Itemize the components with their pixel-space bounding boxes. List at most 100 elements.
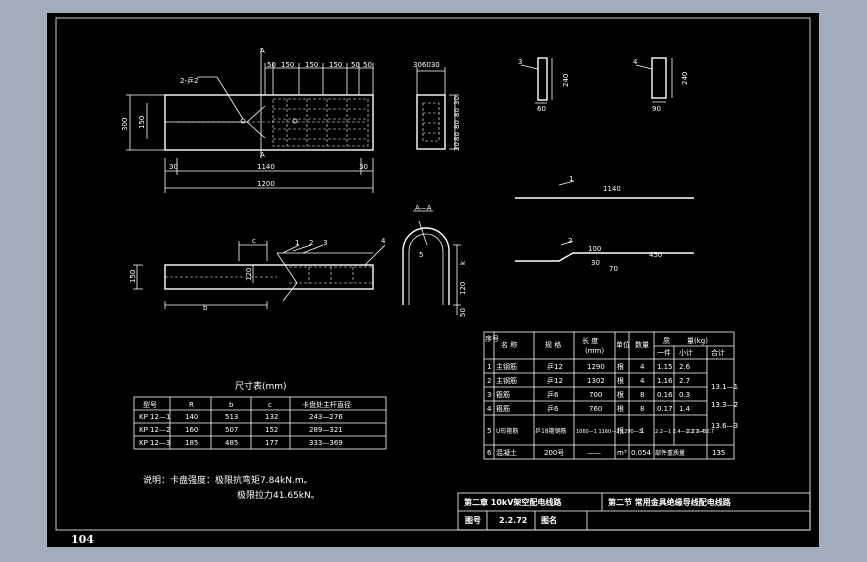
svg-text:1.4: 1.4 — [679, 405, 691, 413]
part-1-label: 1 — [569, 175, 573, 183]
svg-text:185: 185 — [185, 439, 198, 447]
svg-text:0.054: 0.054 — [631, 449, 652, 457]
part-2-d70: 70 — [609, 265, 618, 273]
elevation-label-1: 1 — [295, 239, 299, 247]
svg-text:乒6: 乒6 — [547, 404, 559, 413]
mat-header-name: 名 称 — [501, 340, 517, 349]
svg-text:1.16: 1.16 — [657, 377, 673, 385]
svg-text:乒12: 乒12 — [547, 376, 563, 385]
part-4-width: 90 — [652, 105, 661, 113]
part-3-label: 3 — [518, 58, 522, 66]
svg-text:200号: 200号 — [544, 449, 564, 457]
svg-text:1302: 1302 — [587, 377, 605, 385]
svg-text:乒18箍钢筋: 乒18箍钢筋 — [535, 427, 567, 435]
svg-text:2.6: 2.6 — [679, 363, 691, 371]
part-2-bar — [515, 252, 694, 262]
title-block: 第二章 10kV架空配电线路 第二节 常用金具绝缘导线配电线路 图号 2.2.7… — [457, 492, 811, 531]
svg-text:根: 根 — [617, 390, 624, 399]
svg-text:根: 根 — [617, 426, 624, 435]
svg-text:部件重质量: 部件重质量 — [655, 449, 685, 457]
plan-dim-top-4: 150 — [329, 61, 342, 69]
mat-header-no: 序号 — [485, 334, 499, 343]
elevation-dim-b: b — [203, 304, 208, 312]
mat-header-unit: 单位 — [616, 340, 630, 349]
size-table: 尺寸表(mm) 型号 R b c 卡盘处主杆直径 KP 12—1 140 513… — [133, 380, 387, 450]
svg-text:135: 135 — [712, 449, 725, 457]
drawing-name-label: 图名 — [541, 515, 557, 525]
svg-text:U形箍筋: U形箍筋 — [496, 427, 518, 435]
mat-total-2: 13.3—2 — [711, 401, 738, 409]
part-4-detail: 4 240 90 — [633, 57, 689, 113]
section-dim-50: 50 — [459, 308, 467, 317]
plan-cage — [272, 98, 369, 147]
svg-text:1290: 1290 — [587, 363, 605, 371]
part-2-label: 2 — [568, 237, 572, 245]
u-bar-outer — [402, 227, 450, 305]
plan-view: 2-乒2 A A 50 150 150 150 50 50 300 150 30… — [121, 47, 374, 193]
svg-text:140: 140 — [185, 413, 198, 421]
svg-text:4: 4 — [487, 405, 492, 413]
mat-total-3: 13.6—3 — [711, 422, 738, 430]
mat-header-mass-unit: 量(kg) — [687, 337, 708, 345]
elevation-label-3: 3 — [323, 239, 327, 247]
mat-header-spec: 规 格 — [545, 340, 561, 349]
mat-header-mm: (mm) — [585, 347, 604, 355]
svg-text:箍筋: 箍筋 — [496, 390, 510, 399]
plan-dim-top-2: 150 — [281, 61, 294, 69]
svg-text:5: 5 — [487, 427, 491, 435]
part-2-d100: 100 — [588, 245, 601, 253]
svg-text:8: 8 — [640, 391, 644, 399]
svg-text:333—369: 333—369 — [309, 439, 343, 447]
svg-text:KP 12—1: KP 12—1 — [139, 413, 170, 421]
size-header-b: b — [229, 401, 234, 409]
plan-dim-300: 300 — [121, 118, 129, 131]
size-table-title: 尺寸表(mm) — [235, 380, 287, 392]
mat-row-6: 6 混凝土 200号 —— m³ 0.054 部件重质量 135 — [487, 448, 725, 457]
svg-text:主钢筋: 主钢筋 — [496, 362, 517, 371]
svg-text:507: 507 — [225, 426, 238, 434]
svg-text:6: 6 — [487, 449, 492, 457]
plan-dim-30-left: 30 — [169, 163, 178, 171]
plan-outline — [164, 94, 374, 151]
mat-header-length: 长 度 — [582, 336, 598, 345]
elevation-dim-c: c — [252, 237, 256, 245]
svg-text:132: 132 — [265, 413, 278, 421]
svg-text:乒12: 乒12 — [547, 362, 563, 371]
end-view-outline — [416, 94, 446, 150]
elevation-label-2: 2 — [309, 239, 313, 247]
svg-text:0.17: 0.17 — [657, 405, 673, 413]
mat-row-5: 5 U形箍筋 乒18箍钢筋 1060—1 1160—2 1290—3 根 1 2… — [487, 426, 714, 435]
svg-text:1.15: 1.15 — [657, 363, 673, 371]
svg-text:243—276: 243—276 — [309, 413, 343, 421]
svg-text:根: 根 — [617, 404, 624, 413]
svg-text:根: 根 — [617, 362, 624, 371]
end-dim-5: 30 — [453, 142, 461, 151]
inner-border — [55, 17, 811, 531]
size-header-diameter: 卡盘处主杆直径 — [302, 400, 351, 409]
svg-text:KP 12—2: KP 12—2 — [139, 426, 170, 434]
part-2-d30: 30 — [591, 259, 600, 267]
svg-text:2.2 2.4 2.7: 2.2 2.4 2.7 — [687, 429, 714, 435]
part-3-height: 240 — [562, 74, 570, 87]
size-header-type: 型号 — [143, 400, 157, 409]
elevation-dim-150: 150 — [129, 270, 137, 283]
section-title: A—A — [415, 204, 432, 212]
elevation-notch — [276, 252, 373, 302]
plan-dim-top-1: 50 — [267, 61, 276, 69]
svg-text:289—321: 289—321 — [309, 426, 343, 434]
svg-text:1060—1 1160—2 1290—3: 1060—1 1160—2 1290—3 — [576, 429, 642, 435]
plan-dim-top-3: 150 — [305, 61, 318, 69]
drawing-no: 2.2.72 — [499, 516, 527, 525]
size-header-c: c — [268, 401, 272, 409]
mat-header-qty: 数量 — [635, 340, 649, 349]
svg-text:4: 4 — [640, 377, 645, 385]
section-title-block: 第二节 常用金具绝缘导线配电线路 — [608, 497, 732, 507]
svg-text:箍筋: 箍筋 — [496, 404, 510, 413]
materials-table: 序号 名 称 规 格 长 度 (mm) 单位 数量 质 量(kg) 一件 小计 … — [483, 331, 738, 460]
mat-row-4: 4 箍筋 乒6 760 根 8 0.17 1.4 — [487, 404, 691, 413]
part-4-bar — [651, 57, 667, 99]
end-view: 306030 30 80 80 80 30 — [413, 61, 461, 151]
end-view-dims-top: 306030 — [413, 61, 440, 69]
elevation-dim-120: 120 — [245, 268, 253, 281]
svg-text:0.3: 0.3 — [679, 391, 690, 399]
